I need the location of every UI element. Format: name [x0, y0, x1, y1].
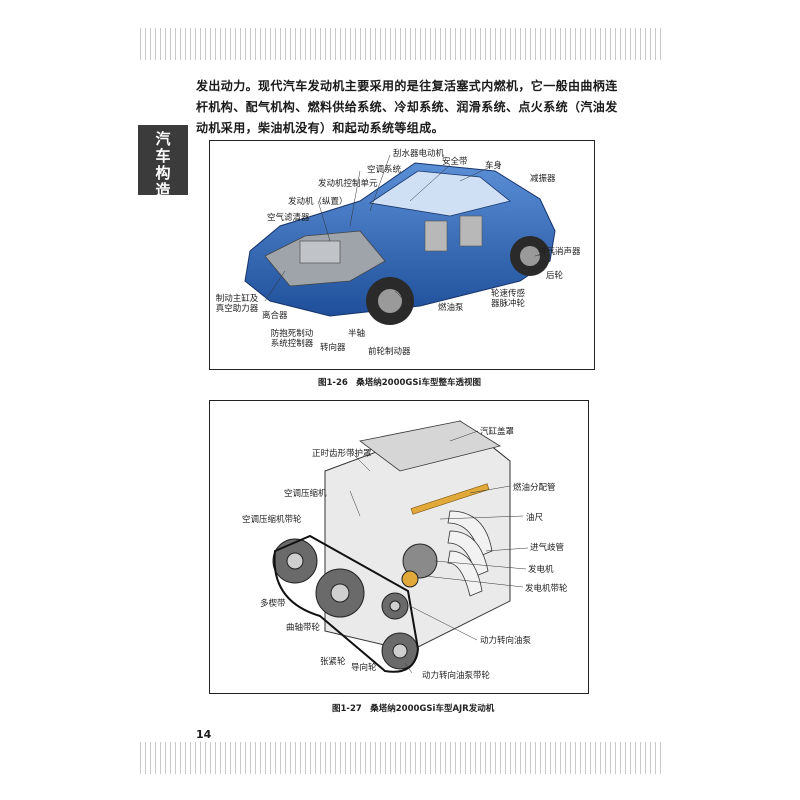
label-valve-cover: 汽缸盖罩 [480, 427, 515, 437]
engine-figure: 汽缸盖罩 正时齿形带护罩 燃油分配管 空调压缩机 油尺 空调压缩机带轮 进气歧管… [209, 400, 589, 694]
header-stripe [140, 28, 662, 60]
label-ac-system: 空调系统 [367, 165, 402, 175]
label-serpentine-belt: 多楔带 [260, 599, 286, 609]
label-air-filter: 空气滤清器 [267, 213, 310, 223]
body-paragraph: 发出动力。现代汽车发动机主要采用的是往复活塞式内燃机，它一般由曲柄连杆机构、配气… [196, 79, 618, 135]
car-illustration [244, 154, 561, 325]
label-brake-master: 制动主缸及真空助力器 [215, 294, 259, 314]
label-front-brake: 前轮制动器 [368, 347, 411, 357]
car-cutaway-figure: 刮水器电动机 安全带 空调系统 车身 减振器 发动机控制单元 发动机（纵置） 空… [209, 140, 595, 370]
chapter-tab-char: 车 [155, 147, 171, 165]
figure2-caption: 图1-27 桑塔纳2000GSi车型AJR发动机 [332, 704, 495, 714]
label-ps-pump: 动力转向油泵 [480, 636, 532, 646]
label-fuel-pump: 燃油泵 [438, 303, 464, 313]
engine-illustration [272, 420, 529, 674]
footer-stripe [140, 742, 662, 774]
label-alternator-pulley: 发电机带轮 [525, 584, 568, 594]
label-ac-pulley: 空调压缩机带轮 [242, 515, 302, 525]
label-rear-wheel: 后轮 [546, 271, 564, 281]
label-timing-belt-cover: 正时齿形带护罩 [312, 449, 372, 459]
chapter-tab-char: 构 [155, 164, 171, 182]
label-crank-pulley: 曲轴带轮 [286, 623, 321, 633]
label-ac-compressor: 空调压缩机 [284, 489, 327, 499]
label-shock-absorber: 减振器 [530, 174, 556, 184]
chapter-tab-char: 汽 [155, 130, 171, 148]
label-tensioner: 张紧轮 [320, 657, 346, 667]
chapter-tab-char: 造 [155, 181, 171, 199]
label-engine: 发动机（纵置） [288, 197, 348, 207]
label-body: 车身 [485, 161, 503, 171]
label-ps-pulley: 动力转向油泵带轮 [422, 671, 491, 681]
label-steering-gear: 转向器 [320, 343, 346, 353]
label-intake-manifold: 进气歧管 [530, 543, 565, 553]
label-speed-sensor: 轮速传感器脉冲轮 [490, 289, 525, 309]
label-exhaust-muffler: 排气消声器 [538, 247, 581, 257]
chapter-tab: 汽 车 构 造 [138, 125, 188, 199]
label-seat-belt: 安全带 [442, 157, 468, 167]
label-clutch: 离合器 [262, 311, 288, 321]
page-number: 14 [196, 728, 212, 741]
label-dipstick: 油尺 [526, 513, 544, 523]
label-abs: 防抱死制动系统控制器 [270, 329, 314, 349]
label-ecu: 发动机控制单元 [318, 179, 378, 189]
label-fuel-rail: 燃油分配管 [513, 483, 556, 493]
label-alternator: 发电机 [528, 565, 554, 575]
label-idler: 导向轮 [351, 663, 377, 673]
figure1-caption: 图1-26 桑塔纳2000GSi车型整车透视图 [318, 378, 481, 388]
label-wiper-motor: 刮水器电动机 [393, 149, 445, 159]
label-half-shaft: 半轴 [348, 329, 366, 339]
